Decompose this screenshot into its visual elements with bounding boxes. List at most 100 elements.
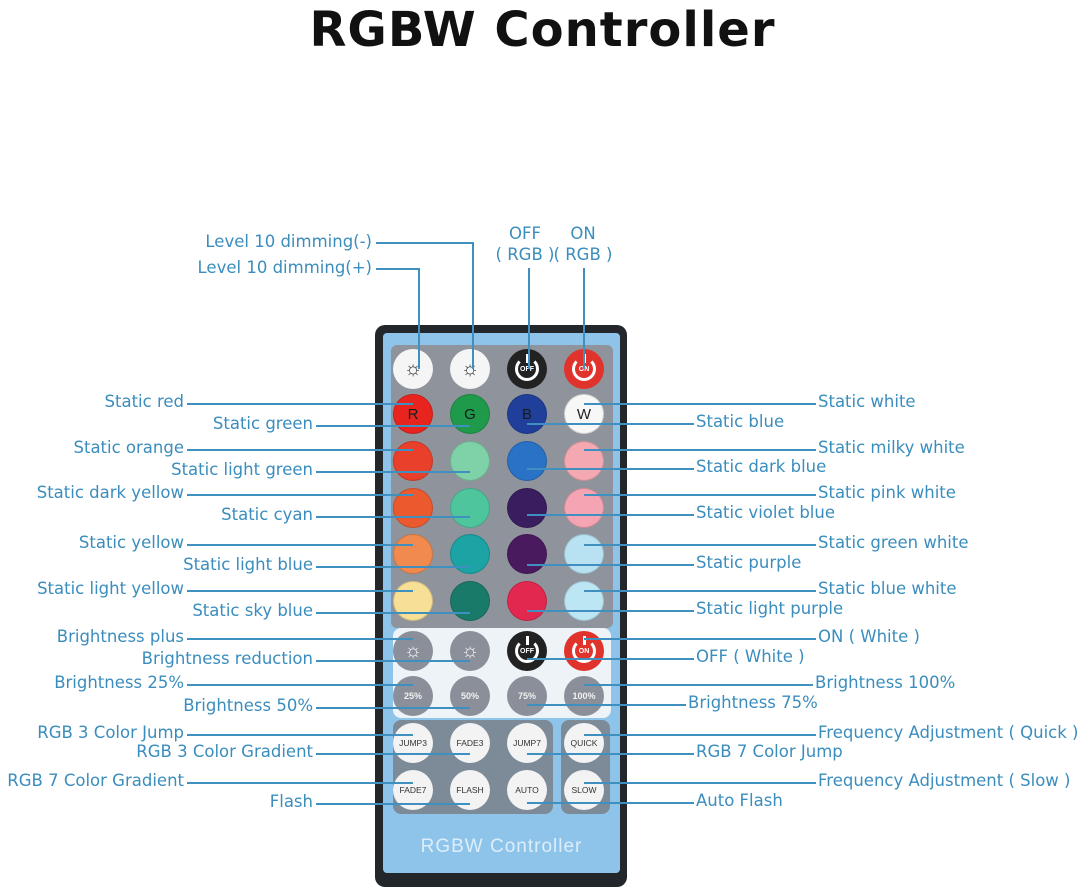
brightness-reduction-white-button[interactable]: ☼ [450,631,490,671]
leader-line [528,268,530,369]
brightness-100-button[interactable]: 100% [564,676,604,716]
callout-label-left: Flash [269,792,313,811]
color-button[interactable] [450,581,490,621]
button-label: 100% [572,691,596,701]
color-button[interactable] [507,581,547,621]
button-letter: W [576,405,592,423]
color-button[interactable] [450,441,490,481]
color-button[interactable] [393,534,433,574]
leader-line [527,610,694,612]
color-button[interactable] [507,441,547,481]
color-button[interactable] [450,534,490,574]
quick-button[interactable]: QUICK [564,723,604,763]
leader-line [187,638,413,640]
color-button[interactable] [507,488,547,528]
brightness-plus-white-button[interactable]: ☼ [393,631,433,671]
callout-label-right: Static milky white [818,438,965,457]
callout-label-left: Static orange [73,438,185,457]
callout-label-left: RGB 3 Color Gradient [136,742,313,761]
callout-label-right: Static purple [696,553,802,572]
static-w-button[interactable]: W [564,394,604,434]
auto-button[interactable]: AUTO [507,770,547,810]
brightness-down-rgb-button[interactable]: ☼ [450,349,490,389]
callout-label-right: Frequency Adjustment ( Quick ) [818,723,1079,742]
off-rgb-button[interactable]: OFF [507,349,547,389]
brightness-up-icon: ☼ [403,640,423,662]
off-white-button[interactable]: OFF [507,631,547,671]
callout-label-left: Static sky blue [192,601,313,620]
power-label: ON [578,365,590,373]
callout-label-left: Brightness 50% [183,696,313,715]
leader-line [527,802,694,804]
jump7-button[interactable]: JUMP7 [507,723,547,763]
color-button[interactable] [450,488,490,528]
leader-line [584,638,816,640]
brightness-75-button[interactable]: 75% [507,676,547,716]
brightness-25-button[interactable]: 25% [393,676,433,716]
callout-label-left: Static cyan [221,505,313,524]
callout-label-left: Static red [104,392,184,411]
on-white-button[interactable]: ON [564,631,604,671]
label-on-rgb-line1: ON [570,224,596,243]
leader-line [584,449,816,451]
color-button[interactable] [507,534,547,574]
leader-line [316,471,470,473]
power-icon: OFF [515,354,539,381]
label-level-dimming-plus: Level 10 dimming(+) [197,258,372,277]
button-label: 75% [517,691,536,701]
brightness-up-rgb-button[interactable]: ☼ [393,349,433,389]
color-button[interactable] [564,534,604,574]
jump3-button[interactable]: JUMP3 [393,723,433,763]
button-label: FLASH [456,785,484,795]
callout-label-left: Static light blue [183,555,313,574]
leader-line [187,449,413,451]
color-button[interactable] [564,441,604,481]
fade3-button[interactable]: FADE3 [450,723,490,763]
static-b-button[interactable]: B [507,394,547,434]
color-button[interactable] [393,441,433,481]
button-label: 50% [460,691,479,701]
power-icon: ON [572,636,596,663]
callout-label-right: Static light purple [696,599,844,618]
callout-label-right: Brightness 100% [815,673,956,692]
remote-brand-label: RGBW Controller [420,836,583,857]
label-on-rgb-line2: ( RGB ) [553,245,613,264]
brightness-50-button[interactable]: 50% [450,676,490,716]
color-button[interactable] [564,581,604,621]
callout-label-left: Static green [212,414,313,433]
callout-label-left: Brightness plus [56,627,184,646]
button-label: JUMP7 [513,738,541,748]
button-label: FADE3 [456,738,484,748]
button-label: 25% [403,691,422,701]
static-g-button[interactable]: G [450,394,490,434]
leader-line [187,494,413,496]
leader-line [187,544,413,546]
callout-label-right: OFF ( White ) [696,647,805,666]
callout-label-right: Static blue white [818,579,957,598]
leader-line [584,684,813,686]
power-icon: OFF [515,636,539,663]
leader-line [584,734,816,736]
callout-label-right: RGB 7 Color Jump [696,742,843,761]
color-button-panel [391,345,613,628]
leader-line [527,704,686,706]
label-level-dimming-minus: Level 10 dimming(-) [205,232,372,251]
leader-line [316,707,470,709]
button-letter: B [521,405,532,423]
leader-line [527,514,694,516]
leader-line [316,425,470,427]
leader-line [316,516,470,518]
color-button[interactable] [393,581,433,621]
leader-line [584,782,816,784]
leader-line [316,612,470,614]
callout-label-left: RGB 7 Color Gradient [7,771,184,790]
static-r-button[interactable]: R [393,394,433,434]
page-title: RGBW Controller [309,2,776,58]
leader-line [376,242,473,244]
leader-line [316,753,470,755]
leader-line [187,684,413,686]
slow-button[interactable]: SLOW [564,770,604,810]
callout-label-right: Auto Flash [696,791,783,810]
leader-line [316,566,470,568]
label-off-rgb-line1: OFF [509,224,541,243]
